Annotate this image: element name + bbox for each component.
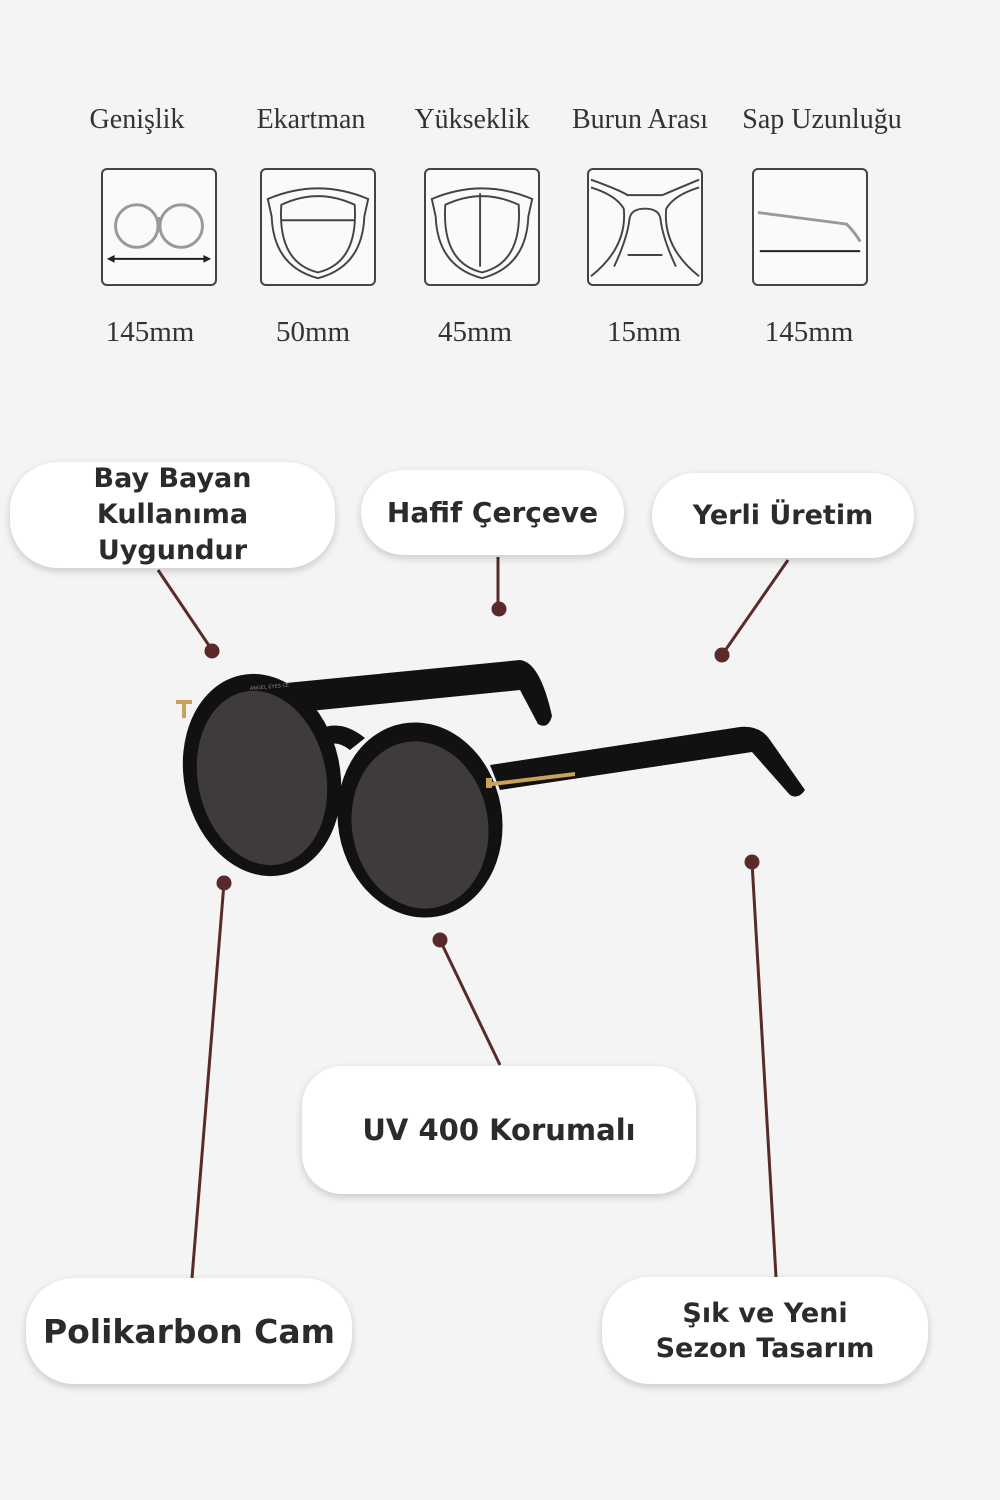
connector-line-uv — [438, 939, 502, 1066]
connector-dot-unisex — [204, 643, 220, 659]
connector-dot-light-frame — [491, 601, 507, 617]
connector-dot-stylish — [744, 854, 760, 870]
temple-length-icon — [752, 168, 868, 286]
measure-label-bridge: Burun Arası — [571, 104, 709, 135]
feature-unisex-text: Bay Bayan Kullanıma Uygundur — [93, 463, 252, 566]
measure-label-lens-width: Ekartman — [256, 104, 366, 135]
sunglasses-image: ANGEL EYES CE — [176, 660, 805, 918]
feature-light-frame-text: Hafif Çerçeve — [386, 496, 599, 529]
lens-height-icon — [424, 168, 540, 286]
bridge-width-icon — [587, 168, 703, 286]
feature-polycarbonate-text: Polikarbon Cam — [42, 1311, 336, 1351]
measure-label-temple: Sap Uzunluğu — [742, 104, 902, 135]
feature-uv: UV 400 Korumalı — [302, 1066, 696, 1194]
measure-value-bridge: 15mm — [606, 316, 682, 348]
brand-marking: ANGEL EYES CE — [250, 683, 290, 692]
measure-label-lens-height: Yükseklik — [414, 104, 530, 135]
connector-line-unisex — [156, 569, 214, 651]
measure-label-width: Genişlik — [89, 104, 185, 135]
feature-stylish: Şık ve Yeni Sezon Tasarım — [602, 1277, 928, 1384]
connector-dot-domestic — [714, 647, 730, 663]
connector-line-stylish — [750, 861, 778, 1278]
feature-uv-text: UV 400 Korumalı — [362, 1113, 636, 1147]
feature-stylish-text: Şık ve Yeni Sezon Tasarım — [655, 1297, 875, 1364]
connector-dot-uv — [432, 932, 448, 948]
feature-unisex: Bay Bayan Kullanıma Uygundur — [10, 462, 335, 568]
measure-value-lens-width: 50mm — [275, 316, 351, 348]
connector-line-polycarbonate — [190, 882, 226, 1279]
frame-width-icon — [101, 168, 217, 286]
feature-light-frame: Hafif Çerçeve — [361, 470, 624, 555]
measure-value-lens-height: 45mm — [437, 316, 513, 348]
lens-width-icon — [260, 168, 376, 286]
measure-value-temple: 145mm — [764, 316, 854, 348]
connector-dot-polycarbonate — [216, 875, 232, 891]
feature-domestic-text: Yerli Üretim — [692, 500, 874, 531]
feature-polycarbonate: Polikarbon Cam — [26, 1278, 352, 1384]
measure-value-width: 145mm — [105, 316, 195, 348]
connector-line-domestic — [720, 559, 790, 656]
feature-domestic: Yerli Üretim — [652, 473, 914, 558]
